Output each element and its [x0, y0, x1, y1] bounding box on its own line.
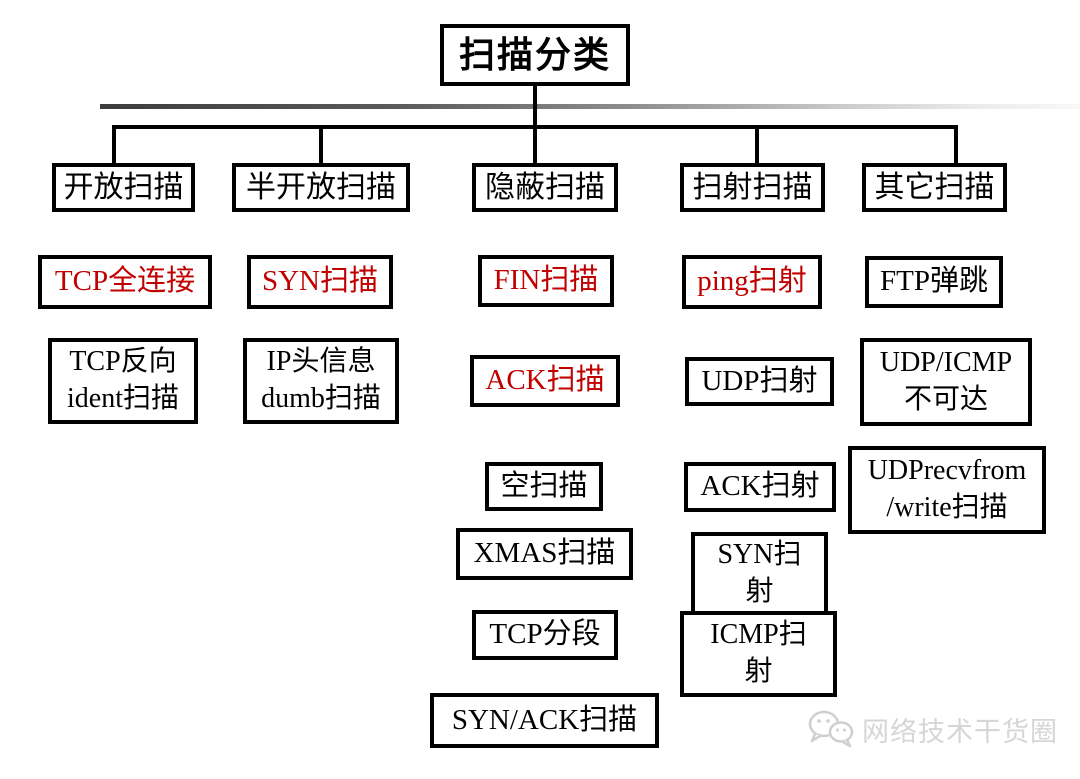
node-ack-sweep: ACK扫射 — [684, 462, 836, 512]
node-syn-ack-scan: SYN/ACK扫描 — [430, 693, 659, 748]
wechat-icon — [806, 708, 854, 750]
node-tcp-full-connect: TCP全连接 — [38, 255, 212, 309]
node-xmas-scan: XMAS扫描 — [456, 528, 633, 580]
connector-drop-1 — [112, 125, 116, 163]
node-icmp-sweep: ICMP扫 射 — [680, 611, 837, 697]
category-other-scan: 其它扫描 — [862, 163, 1007, 212]
node-syn-scan: SYN扫描 — [247, 255, 393, 309]
watermark: 网络技术干货圈 — [806, 708, 1058, 750]
node-ip-header-dumb-scan: IP头信息 dumb扫描 — [243, 338, 399, 424]
root-node: 扫描分类 — [440, 24, 630, 86]
fading-divider-line — [100, 104, 1080, 109]
node-null-scan: 空扫描 — [485, 462, 603, 511]
category-half-open-scan: 半开放扫描 — [232, 163, 410, 212]
node-fin-scan: FIN扫描 — [478, 255, 614, 307]
node-udp-icmp-unreachable: UDP/ICMP 不可达 — [860, 338, 1032, 426]
category-open-scan: 开放扫描 — [52, 163, 195, 212]
node-tcp-reverse-ident-scan: TCP反向 ident扫描 — [48, 338, 198, 424]
connector-drop-2 — [319, 125, 323, 163]
node-ping-sweep: ping扫射 — [682, 255, 822, 309]
connector-drop-4 — [755, 125, 759, 163]
connector-branch-bar — [112, 125, 958, 129]
watermark-text: 网络技术干货圈 — [862, 716, 1058, 747]
category-stealth-scan: 隐蔽扫描 — [472, 163, 618, 212]
node-tcp-fragment: TCP分段 — [472, 610, 618, 660]
category-sweep-scan: 扫射扫描 — [680, 163, 825, 212]
node-ack-scan: ACK扫描 — [470, 355, 620, 407]
connector-root-drop — [533, 86, 537, 163]
connector-drop-5 — [954, 125, 958, 163]
node-udp-sweep: UDP扫射 — [685, 357, 834, 406]
node-udp-recvfrom-write-scan: UDPrecvfrom /write扫描 — [848, 446, 1046, 534]
node-syn-sweep: SYN扫 射 — [691, 532, 828, 615]
node-ftp-bounce: FTP弹跳 — [865, 256, 1003, 308]
